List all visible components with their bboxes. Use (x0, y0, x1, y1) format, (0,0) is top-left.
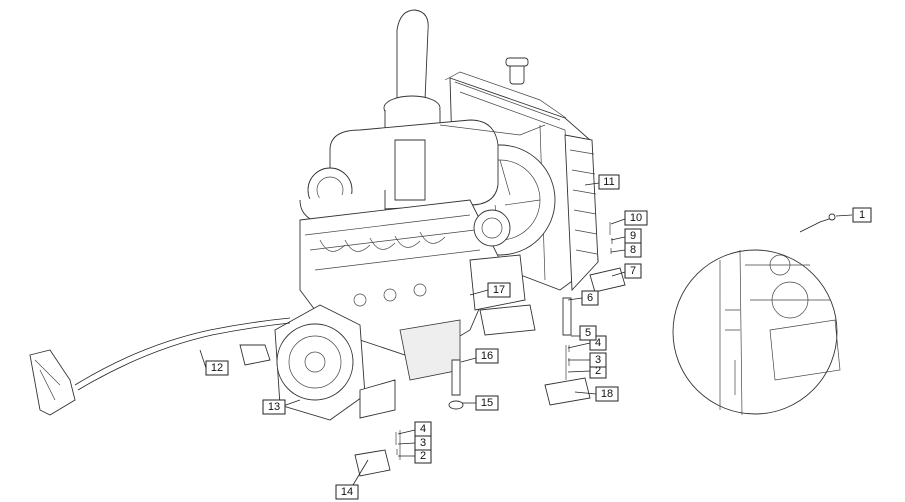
detail-inset (672, 217, 841, 416)
callout-10-label: 10 (630, 212, 642, 224)
callout-11-label: 11 (603, 176, 614, 188)
muffler (329, 119, 546, 211)
engine-mounts (239, 297, 591, 477)
callout-16: 16 (475, 348, 499, 364)
callout-15: 15 (475, 395, 499, 411)
callout-2-lower-label: 2 (420, 450, 426, 462)
callout-6: 6 (581, 290, 599, 306)
callout-3-upper: 3 (589, 352, 607, 368)
callout-12: 12 (205, 360, 229, 376)
callout-17-label: 17 (493, 284, 505, 296)
callout-9-label: 9 (630, 230, 636, 242)
callout-12-label: 12 (211, 362, 223, 374)
callout-8-label: 8 (630, 244, 636, 256)
callout-6-label: 6 (587, 292, 593, 304)
callout-2-lower: 2 (414, 448, 432, 464)
callout-18: 18 (595, 386, 619, 402)
callout-7-label: 7 (630, 265, 636, 277)
callout-17: 17 (487, 282, 511, 298)
callout-3-lower: 3 (414, 435, 432, 451)
callout-5-label: 5 (585, 327, 591, 339)
callout-8: 8 (624, 242, 642, 258)
callout-14: 14 (335, 484, 359, 500)
callout-13: 13 (262, 399, 286, 415)
callout-11: 11 (598, 174, 620, 190)
throttle-cable (29, 317, 291, 416)
callout-7: 7 (624, 263, 642, 279)
callout-15-label: 15 (481, 397, 493, 409)
callout-5: 5 (579, 325, 597, 341)
callout-1-label: 1 (859, 209, 865, 221)
callout-3-upper-label: 3 (595, 354, 601, 366)
bolts (395, 213, 836, 455)
callout-4-lower: 4 (414, 421, 432, 437)
flywheel-housing (274, 304, 366, 421)
bracket-plate (589, 267, 626, 293)
callout-14-label: 14 (341, 486, 353, 498)
callout-2-upper-label: 2 (595, 365, 601, 377)
callout-9: 9 (624, 228, 642, 244)
callout-13-label: 13 (268, 401, 280, 413)
leader-lines (199, 182, 853, 491)
callout-16-label: 16 (481, 350, 493, 362)
callout-18-label: 18 (601, 388, 613, 400)
callout-4-lower-label: 4 (420, 423, 426, 435)
callout-3-lower-label: 3 (420, 437, 426, 449)
callout-4-upper-label: 4 (595, 337, 601, 349)
callout-1: 1 (852, 207, 872, 223)
callout-10: 10 (624, 210, 648, 226)
